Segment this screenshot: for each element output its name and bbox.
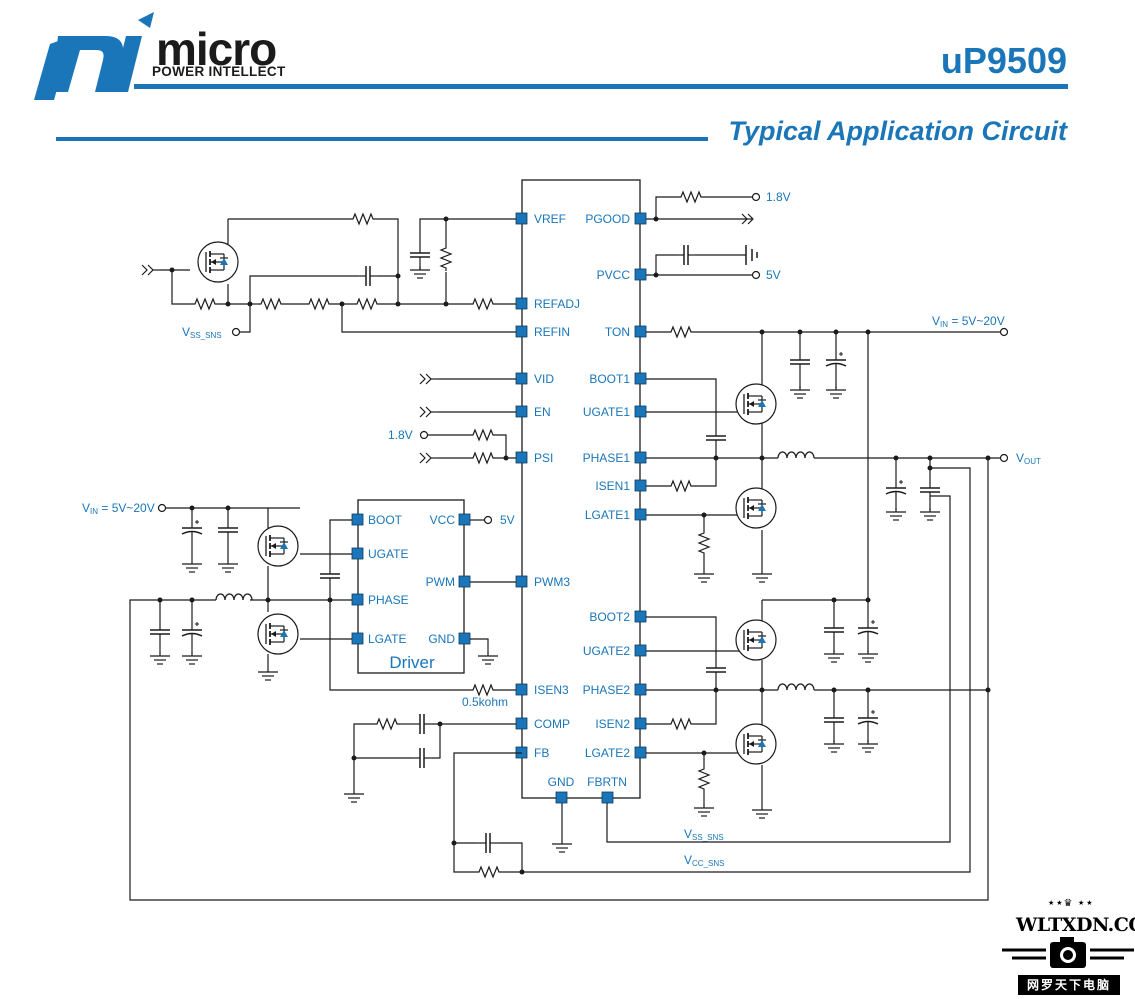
pin-isen3: ISEN3	[534, 683, 569, 697]
driver-ic-pins	[351, 513, 471, 645]
pin-pwm3: PWM3	[534, 575, 570, 589]
label-isen3-resistor: 0.5kohm	[462, 695, 508, 709]
pin-phase1: PHASE1	[583, 451, 631, 465]
label-vout: VOUT	[1016, 451, 1041, 466]
pin-ton: TON	[605, 325, 630, 339]
watermark-text: WLTXDN.COM	[1016, 914, 1135, 936]
label-1v8-top: 1.8V	[766, 190, 791, 204]
pin-pvcc: PVCC	[597, 268, 631, 282]
svg-text:★ ★: ★ ★	[1078, 899, 1093, 907]
brand-tagline: POWER INTELLECT	[152, 64, 286, 79]
label-1v8-psi: 1.8V	[388, 428, 413, 442]
pvcc-decap-icon	[745, 245, 758, 265]
driver-pin-lgate: LGATE	[368, 632, 406, 646]
pin-en: EN	[534, 405, 551, 419]
section-rule	[56, 137, 708, 141]
section-title: Typical Application Circuit	[728, 116, 1067, 146]
pin-comp: COMP	[534, 717, 570, 731]
pin-isen1: ISEN1	[595, 479, 630, 493]
pin-vid: VID	[534, 372, 554, 386]
pin-pgood: PGOOD	[585, 212, 630, 226]
pin-lgate2: LGATE2	[585, 746, 630, 760]
driver-pin-pwm: PWM	[426, 575, 455, 589]
pin-refin: REFIN	[534, 325, 570, 339]
pgood-arrow-icon	[741, 213, 754, 225]
pin-ugate1: UGATE1	[583, 405, 630, 419]
pin-boot1: BOOT1	[589, 372, 630, 386]
brand-logo-icon	[34, 12, 154, 100]
brand-name: micro	[156, 23, 277, 75]
pin-fbrtn: FBRTN	[587, 775, 627, 789]
terminal-icon	[157, 192, 1009, 525]
pin-boot2: BOOT2	[589, 610, 630, 624]
mosfet-icon	[197, 241, 777, 765]
pin-refadj: REFADJ	[534, 297, 580, 311]
pin-phase2: PHASE2	[583, 683, 631, 697]
label-vss-sns: VSS_SNS	[182, 325, 222, 340]
pin-psi: PSI	[534, 451, 553, 465]
pin-fb: FB	[534, 746, 549, 760]
label-vin-ton: VIN = 5V~20V	[932, 314, 1005, 329]
watermark-subtitle: 网罗天下电脑	[1018, 975, 1120, 995]
pin-gnd: GND	[548, 775, 575, 789]
driver-pin-ugate: UGATE	[368, 547, 408, 561]
label-5v-pvcc: 5V	[766, 268, 781, 282]
label-vcc-sns: VCC_SNS	[684, 853, 724, 868]
driver-name: Driver	[389, 653, 435, 672]
pin-isen2: ISEN2	[595, 717, 630, 731]
label-5v-driver: 5V	[500, 513, 515, 527]
wires	[129, 196, 1000, 901]
header-rule	[134, 84, 1068, 89]
svg-text:★ ★: ★ ★	[1048, 899, 1063, 907]
part-number: uP9509	[940, 40, 1067, 81]
label-vin-left: VIN = 5V~20V	[82, 501, 155, 516]
driver-pin-vcc: VCC	[430, 513, 456, 527]
camera-icon: ♛ ★ ★ ★ ★	[1002, 898, 1134, 968]
svg-text:♛: ♛	[1064, 898, 1073, 909]
label-vss-sns-bottom: VSS_SNS	[684, 827, 724, 842]
driver-pin-phase: PHASE	[368, 593, 409, 607]
inductor-icon	[215, 451, 815, 691]
pin-lgate1: LGATE1	[585, 508, 630, 522]
pin-vref: VREF	[534, 212, 566, 226]
pin-ugate2: UGATE2	[583, 644, 630, 658]
driver-pin-boot: BOOT	[368, 513, 403, 527]
driver-pin-gnd: GND	[428, 632, 455, 646]
junction-dots	[157, 216, 991, 875]
